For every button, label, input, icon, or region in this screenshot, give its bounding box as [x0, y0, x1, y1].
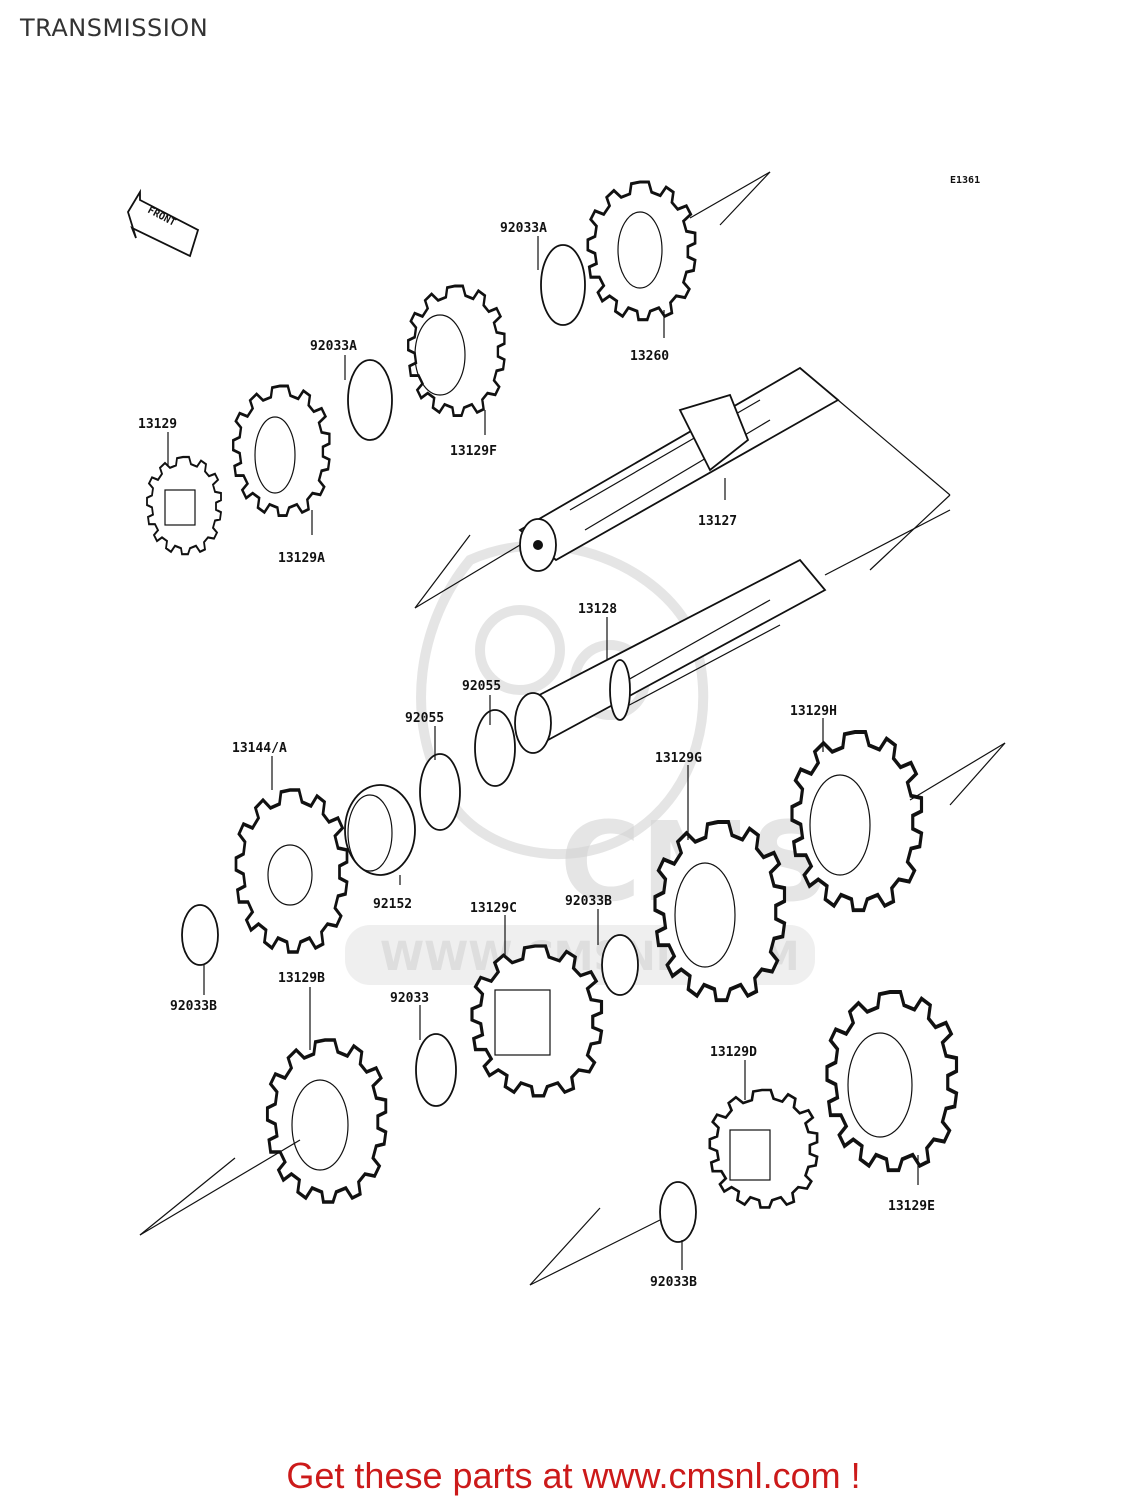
collar-92152 [344, 784, 416, 876]
front-arrow-icon: FRONT [127, 188, 200, 258]
circlip-92033B-bottom [659, 1181, 697, 1243]
part-label-13129B: 13129B [278, 971, 325, 986]
footer-link[interactable]: Get these parts at www.cmsnl.com ! [286, 1455, 861, 1496]
gear-13129D [708, 1088, 819, 1209]
part-label-13129D: 13129D [710, 1045, 757, 1060]
part-label-13129F: 13129F [450, 444, 497, 459]
gear-13129H [790, 730, 924, 913]
gear-13129B [265, 1038, 388, 1204]
gear-13129C [470, 944, 604, 1098]
part-label-13129C: 13129C [470, 901, 517, 916]
part-label-13129: 13129 [138, 417, 177, 432]
gear-13260 [586, 180, 697, 322]
part-label-13129G: 13129G [655, 751, 702, 766]
page-title: TRANSMISSION [20, 14, 209, 42]
part-label-92033: 92033 [390, 991, 429, 1006]
shaft-13127 [414, 366, 951, 609]
part-label-92055-b: 92055 [405, 711, 444, 726]
part-label-13129H: 13129H [790, 704, 837, 719]
leader-lines [167, 236, 919, 1270]
part-label-92033B-left: 92033B [170, 999, 217, 1014]
part-label-13144A: 13144/A [232, 741, 287, 756]
gear-13129F [406, 284, 506, 418]
part-label-13127: 13127 [698, 514, 737, 529]
gear-13129G [653, 820, 787, 1003]
circlip-92033A-top [540, 244, 586, 326]
part-label-92033B-mid: 92033B [565, 894, 612, 909]
diagram-code: E1361 [950, 175, 980, 186]
gear-13129A [231, 384, 331, 518]
gear-13129 [145, 455, 223, 556]
shaft-13128 [514, 509, 951, 754]
part-label-13129E: 13129E [888, 1199, 935, 1214]
part-label-13128: 13128 [578, 602, 617, 617]
circlip-92033 [415, 1033, 457, 1107]
oring-92055-b [474, 709, 516, 787]
circlip-92033A [347, 359, 393, 441]
circlip-92033B-mid [601, 934, 639, 996]
oring-92055-a [419, 753, 461, 831]
part-label-13260: 13260 [630, 349, 669, 364]
part-label-92055-a: 92055 [462, 679, 501, 694]
sprocket-13144 [234, 788, 349, 954]
part-label-92152: 92152 [373, 897, 412, 912]
part-label-13129A: 13129A [278, 551, 325, 566]
part-label-92033A-top: 92033A [500, 221, 547, 236]
gear-13129E [825, 990, 959, 1173]
part-label-92033A: 92033A [310, 339, 357, 354]
part-label-92033B-bottom: 92033B [650, 1275, 697, 1290]
circlip-92033B-left [181, 904, 219, 966]
